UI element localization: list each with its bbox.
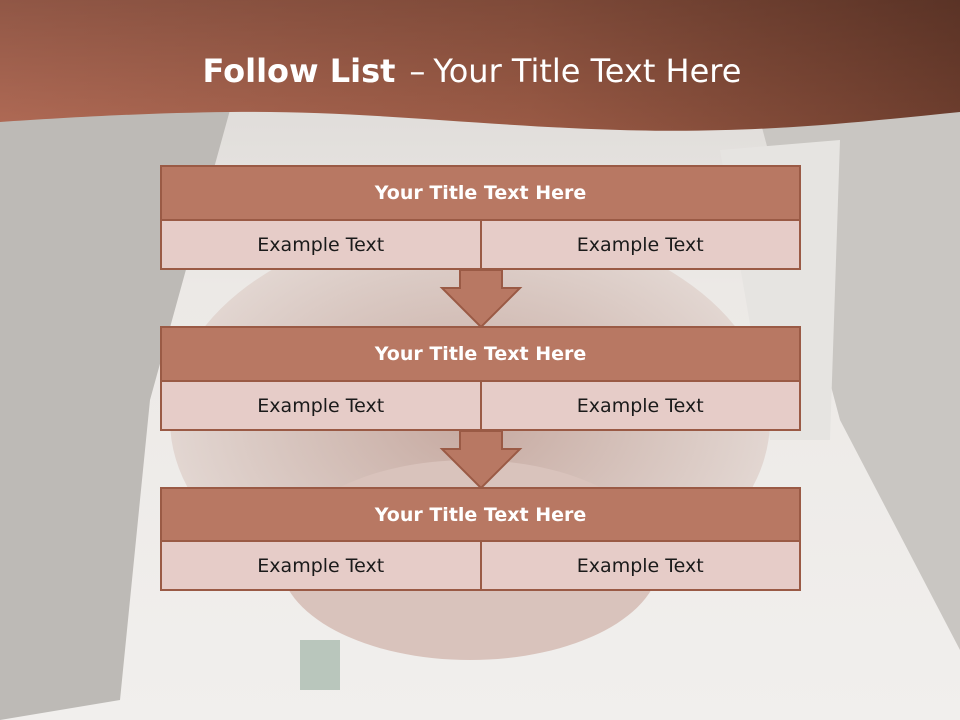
step-cell: Example Text: [481, 542, 801, 591]
step-cell: Example Text: [160, 382, 482, 431]
step-box: Your Title Text Here Example Text Exampl…: [160, 165, 801, 270]
down-arrow-icon: [439, 270, 523, 329]
header-band: [0, 0, 960, 131]
step-box: Your Title Text Here Example Text Exampl…: [160, 487, 801, 591]
step-row: Example Text Example Text: [160, 382, 801, 431]
step-cell: Example Text: [160, 221, 482, 270]
step-cell: Example Text: [481, 382, 801, 431]
slide-title-rest: Your Title Text Here: [433, 52, 742, 90]
down-arrow-icon: [439, 431, 523, 490]
step-title: Your Title Text Here: [160, 326, 801, 382]
step-cell: Example Text: [481, 221, 801, 270]
slide-title-bold: Follow List: [202, 52, 396, 90]
slide-title: Follow List–Your Title Text Here: [0, 52, 944, 90]
step-title: Your Title Text Here: [160, 165, 801, 221]
step-title: Your Title Text Here: [160, 487, 801, 542]
slide-title-dash: –: [409, 52, 426, 90]
step-cell: Example Text: [160, 542, 482, 591]
step-box: Your Title Text Here Example Text Exampl…: [160, 326, 801, 431]
step-row: Example Text Example Text: [160, 542, 801, 591]
step-row: Example Text Example Text: [160, 221, 801, 270]
